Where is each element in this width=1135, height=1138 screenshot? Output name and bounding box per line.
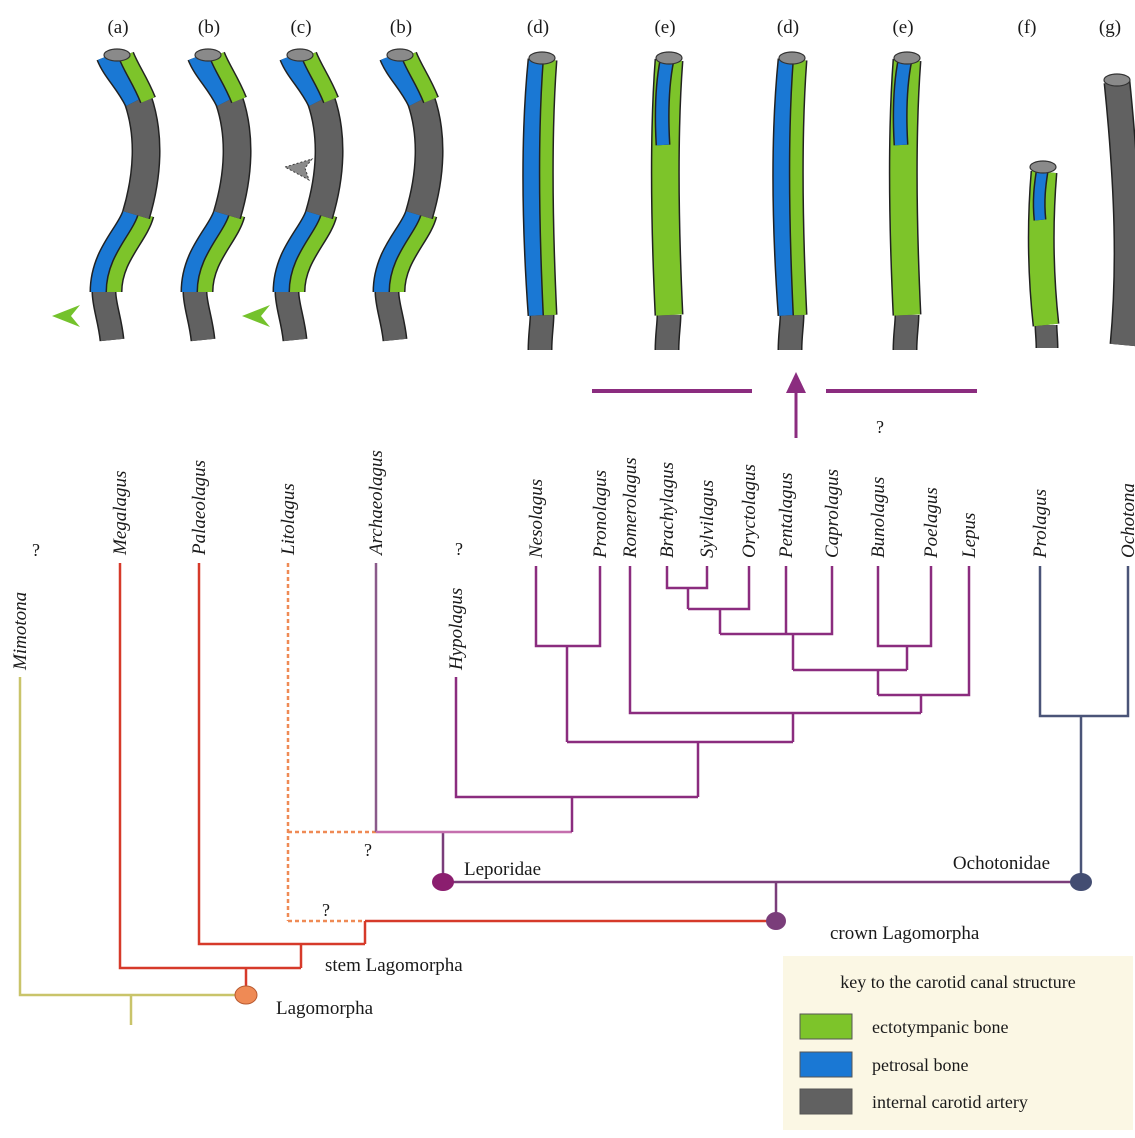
- carotid-canal-illustrations: [104, 49, 1130, 350]
- petrosal-segment: [662, 60, 667, 145]
- taxon-archaeolagus: Archaeolagus: [366, 450, 387, 557]
- artery-segment: [227, 100, 237, 215]
- clade-label-stem-lagomorpha: stem Lagomorpha: [325, 955, 463, 976]
- panel-label-a: (a): [107, 17, 128, 38]
- canal-opening: [779, 52, 805, 64]
- clade-label-ochotonidae: Ochotonidae: [953, 853, 1050, 874]
- ochotonidae-node: [1070, 873, 1092, 891]
- artery-segment: [195, 292, 203, 340]
- hypolagus-query: ?: [455, 539, 463, 559]
- litolagus-uncertain-mark: ?: [322, 900, 330, 920]
- taxon-oryctolagus: Oryctolagus: [739, 464, 760, 558]
- petrosal-segment: [900, 60, 905, 145]
- artery-segment: [104, 292, 112, 340]
- crown-lagomorpha-node: [766, 912, 786, 930]
- taxon-ochotona: Ochotona: [1118, 483, 1135, 558]
- mimotona-query: ?: [32, 540, 40, 560]
- key-label-internal-carotid: internal carotid artery: [872, 1092, 1028, 1112]
- grey-arrowhead-icon: [285, 159, 312, 180]
- taxon-pentalagus: Pentalagus: [776, 473, 797, 560]
- panel-label-g: (g): [1099, 17, 1121, 38]
- legend-key: key to the carotid canal structure ectot…: [783, 956, 1133, 1130]
- artery-segment: [1046, 325, 1047, 348]
- canal-opening: [387, 49, 413, 61]
- taxon-hypolagus: Hypolagus: [446, 588, 467, 671]
- leporidae-node: [432, 873, 454, 891]
- taxon-nesolagus: Nesolagus: [526, 479, 547, 559]
- panel-label-d2: (d): [777, 17, 799, 38]
- panel-label-b: (b): [198, 17, 220, 38]
- canal-opening: [1104, 74, 1130, 86]
- taxon-palaeolagus: Palaeolagus: [189, 460, 210, 556]
- panel-label-e: (e): [654, 17, 675, 38]
- taxon-lepus: Lepus: [959, 513, 980, 559]
- artery-segment: [667, 315, 669, 350]
- bunolagus-query: ?: [876, 417, 884, 437]
- artery-segment: [136, 100, 146, 215]
- canal-opening: [1030, 161, 1056, 173]
- panel-label-d: (d): [527, 17, 549, 38]
- key-label-ectotympanic: ectotympanic bone: [872, 1017, 1008, 1037]
- taxon-sylvilagus: Sylvilagus: [697, 480, 718, 558]
- archaeolagus-uncertain-mark: ?: [364, 840, 372, 860]
- green-arrowhead-icon: [52, 305, 80, 327]
- up-arrow-icon: [786, 372, 806, 393]
- taxon-pronolagus: Pronolagus: [590, 470, 611, 559]
- taxon-romerolagus: Romerolagus: [620, 457, 641, 559]
- taxon-prolagus: Prolagus: [1030, 489, 1051, 559]
- artery-segment: [1117, 82, 1127, 345]
- leporid-bracket: [592, 372, 977, 438]
- artery-segment: [540, 315, 542, 350]
- green-arrowhead-icon: [242, 305, 270, 327]
- taxon-labels: Mimotona ? Megalagus Palaeolagus Litolag…: [10, 417, 1135, 671]
- key-swatch-ectotympanic: [800, 1014, 852, 1039]
- artery-segment: [905, 315, 907, 350]
- taxon-litolagus: Litolagus: [278, 483, 299, 556]
- taxon-caprolagus: Caprolagus: [822, 469, 843, 558]
- key-title: key to the carotid canal structure: [840, 972, 1075, 992]
- panel-label-f: (f): [1018, 17, 1037, 38]
- clade-label-lagomorpha: Lagomorpha: [276, 998, 374, 1019]
- taxon-mimotona: Mimotona: [10, 592, 31, 671]
- taxon-bunolagus: Bunolagus: [868, 477, 889, 558]
- artery-segment: [387, 292, 395, 340]
- panel-label-e2: (e): [892, 17, 913, 38]
- taxon-brachylagus: Brachylagus: [657, 462, 678, 558]
- artery-segment: [790, 315, 792, 350]
- petrosal-segment: [1039, 172, 1042, 220]
- lagomorpha-node: [235, 986, 257, 1004]
- canal-opening: [656, 52, 682, 64]
- artery-segment: [287, 292, 295, 340]
- canal-opening: [287, 49, 313, 61]
- panel-labels: (a) (b) (c) (b) (d) (e) (d) (e) (f) (g): [107, 17, 1121, 38]
- taxon-megalagus: Megalagus: [110, 471, 131, 556]
- key-swatch-petrosal: [800, 1052, 852, 1077]
- ectotympanic-segment: [546, 60, 550, 315]
- clade-label-crown-lagomorpha: crown Lagomorpha: [830, 923, 980, 944]
- key-swatch-internal-carotid: [800, 1089, 852, 1114]
- artery-segment: [419, 100, 429, 215]
- canal-opening: [894, 52, 920, 64]
- panel-label-b2: (b): [390, 17, 412, 38]
- canal-opening: [195, 49, 221, 61]
- taxon-poelagus: Poelagus: [921, 487, 942, 559]
- panel-label-c: (c): [290, 17, 311, 38]
- clade-label-leporidae: Leporidae: [464, 859, 541, 880]
- artery-segment: [319, 100, 329, 215]
- ectotympanic-segment: [796, 60, 800, 315]
- canal-opening: [104, 49, 130, 61]
- canal-opening: [529, 52, 555, 64]
- key-label-petrosal: petrosal bone: [872, 1055, 968, 1075]
- phylogenetic-tree: [20, 563, 1128, 1025]
